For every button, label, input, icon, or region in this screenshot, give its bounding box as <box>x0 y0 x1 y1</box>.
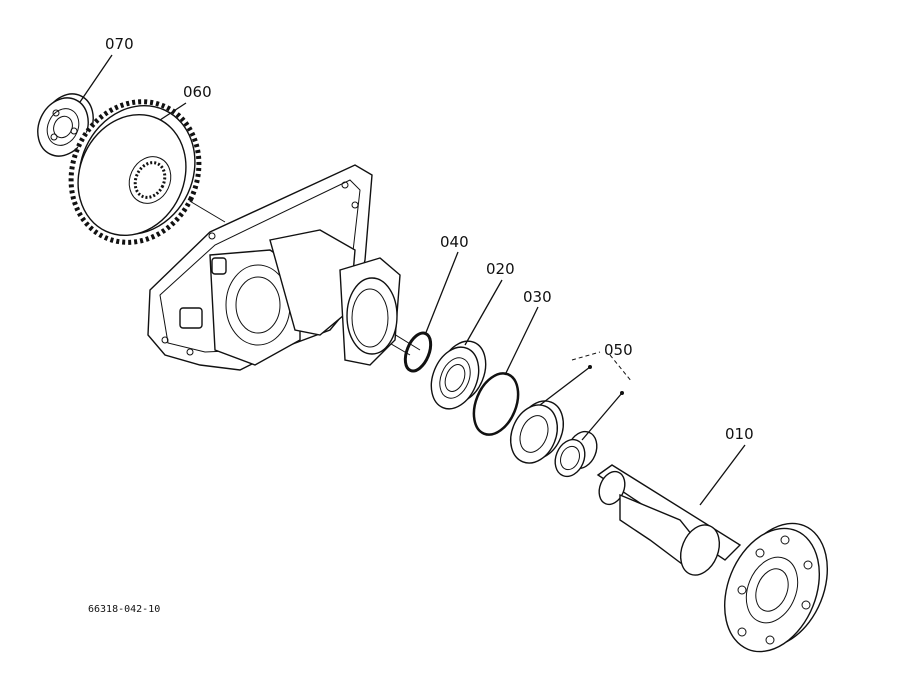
label-030: 030 <box>523 288 552 306</box>
leader-lines <box>79 54 746 506</box>
part-labels: 070 060 040 020 030 050 010 66318-042-10 <box>88 35 754 615</box>
gear-060[interactable] <box>48 81 221 264</box>
figure-code: 66318-042-10 <box>88 604 160 615</box>
collar-050[interactable] <box>550 427 602 481</box>
bearing-020[interactable] <box>423 334 495 416</box>
label-050: 050 <box>604 341 633 359</box>
label-060: 060 <box>183 83 212 101</box>
label-070: 070 <box>105 35 134 53</box>
label-020: 020 <box>486 260 515 278</box>
snap-ring-040[interactable] <box>400 329 435 374</box>
label-040: 040 <box>440 233 469 251</box>
gearbox-housing[interactable] <box>147 164 401 371</box>
snap-ring-030[interactable] <box>465 367 526 441</box>
flange-shaft-010[interactable] <box>595 464 845 666</box>
oil-seal[interactable] <box>502 394 571 470</box>
label-010: 010 <box>725 425 754 443</box>
